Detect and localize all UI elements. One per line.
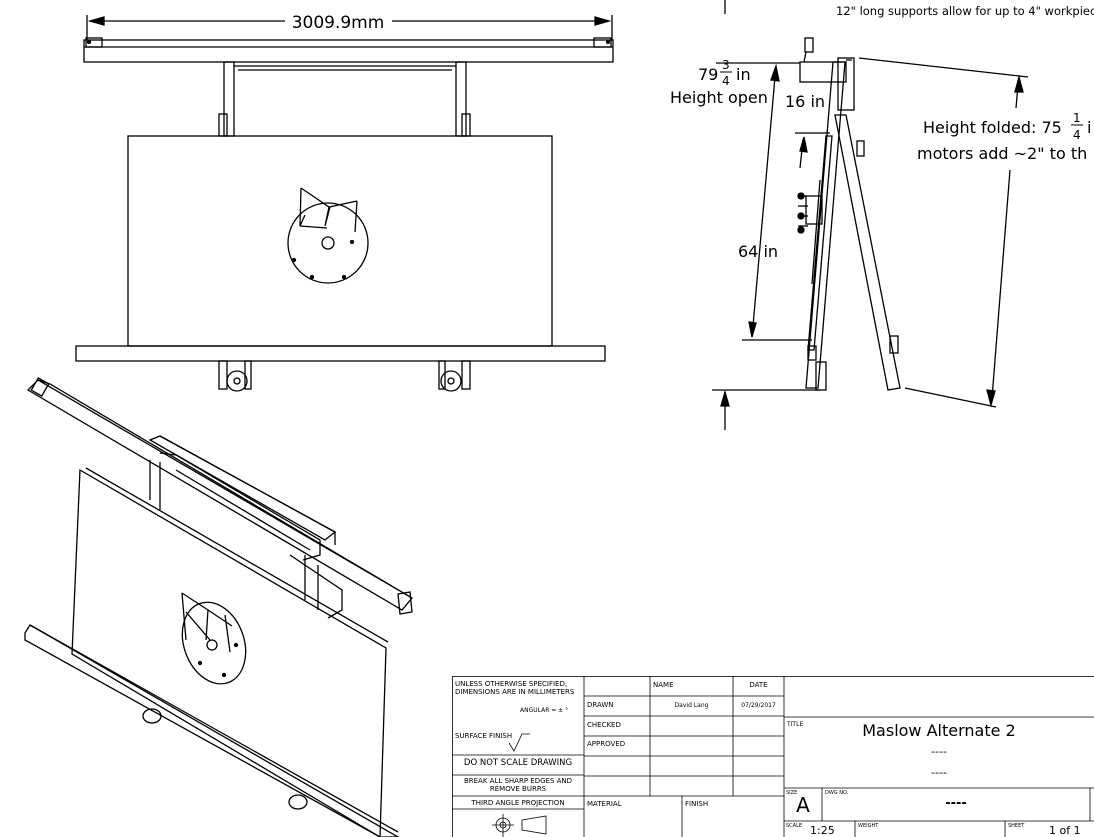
- front-view: [75, 15, 614, 392]
- title-block: UNLESS OTHERWISE SPECIFIED, DIMENSIONS A…: [452, 676, 1094, 837]
- dwg-no-value: ----: [945, 796, 967, 811]
- height-open-value: 79: [698, 65, 718, 84]
- weight-label: WEIGHT: [858, 823, 879, 829]
- isometric-view: [24, 377, 413, 837]
- scale-label: SCALE: [786, 823, 803, 829]
- dimension-64-in: 64 in: [738, 242, 778, 261]
- height-folded-unit: i: [1087, 118, 1091, 137]
- scale-value: 1:25: [810, 824, 835, 837]
- motors-note: motors add ~2" to th: [917, 144, 1087, 163]
- height-open-fraction-numerator: 3: [722, 58, 730, 72]
- column-name: NAME: [653, 681, 674, 689]
- drawn-date: 07/29/2017: [741, 702, 776, 709]
- height-open-fraction-denominator: 4: [722, 74, 730, 88]
- material-label: MATERIAL: [587, 800, 622, 808]
- iso-board: [71, 468, 387, 837]
- break-edges-line1: BREAK ALL SHARP EDGES AND: [463, 777, 573, 785]
- row-approved: APPROVED: [587, 740, 626, 748]
- top-beam: [83, 39, 614, 63]
- drawing-title: Maslow Alternate 2: [862, 721, 1016, 740]
- height-folded-label: Height folded: 75: [923, 118, 1062, 137]
- title-label: TITLE: [787, 721, 804, 728]
- side-view: [712, 0, 1029, 430]
- title-line-3: ----: [931, 766, 947, 779]
- height-open-unit: in: [736, 65, 751, 84]
- height-folded-fraction-numerator: 1: [1073, 111, 1081, 125]
- title-line-2: ----: [931, 745, 947, 758]
- dwg-no-label: DWG NO.: [825, 790, 849, 796]
- break-edges-line2: REMOVE BURRS: [489, 785, 547, 793]
- finish-label: FINISH: [685, 800, 709, 808]
- unless-note-line1: UNLESS OTHERWISE SPECIFIED,: [455, 680, 568, 688]
- surface-finish-label: SURFACE FINISH: [455, 732, 513, 740]
- angular-tolerance: ANGULAR = ± °: [520, 707, 569, 714]
- sheet-value: 1 of 1: [1049, 824, 1081, 837]
- supports-note: 12" long supports allow for up to 4" wor…: [836, 4, 1094, 18]
- height-open-label: Height open: [670, 88, 768, 107]
- size-value: A: [796, 793, 810, 817]
- column-date: DATE: [749, 681, 768, 689]
- size-label: SIZE: [786, 790, 798, 796]
- row-drawn: DRAWN: [587, 701, 614, 709]
- projection-label: THIRD ANGLE PROJECTION: [471, 799, 565, 807]
- sheet-label: SHEET: [1008, 823, 1025, 829]
- work-board: [127, 135, 553, 347]
- dimension-16-in: 16 in: [785, 92, 825, 111]
- title-block-grid: [452, 676, 1094, 837]
- bottom-shelf: [75, 345, 606, 362]
- row-checked: CHECKED: [587, 721, 621, 729]
- width-dimension: 3009.9mm: [292, 13, 385, 33]
- unless-note-line2: DIMENSIONS ARE IN MILLIMETERS: [455, 688, 575, 696]
- height-folded-fraction-denominator: 4: [1073, 128, 1081, 142]
- drawn-by-name: David Lang: [674, 702, 709, 709]
- router-sled: [287, 187, 369, 284]
- do-not-scale-note: DO NOT SCALE DRAWING: [463, 758, 573, 768]
